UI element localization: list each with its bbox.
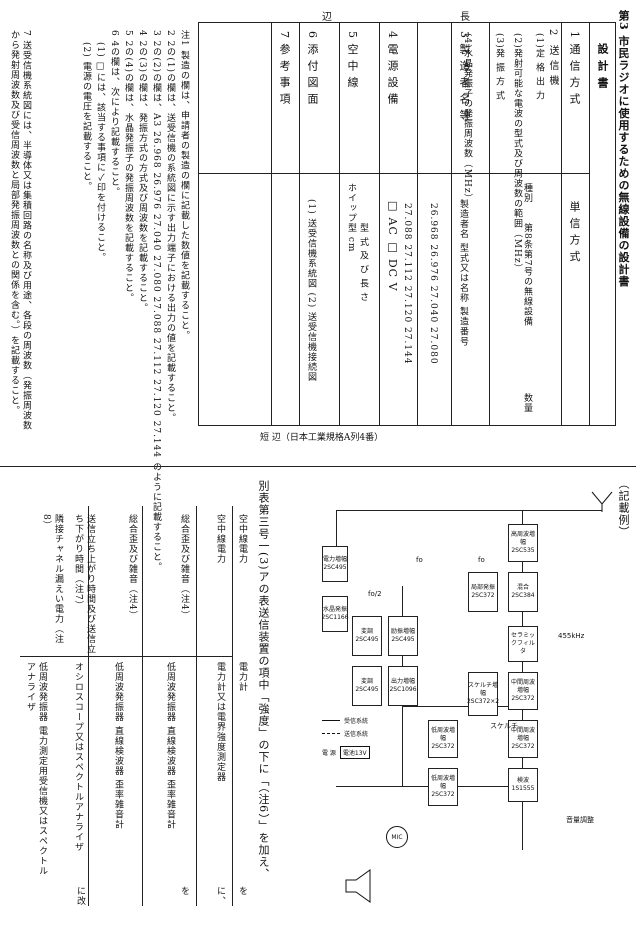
row-4-label: 4 電 源 設 備 <box>386 31 399 105</box>
legend-rx: 受信系統 <box>344 718 369 725</box>
block-if-amp-1: 中間周波増幅 2SC372 <box>508 672 538 710</box>
mic-icon: MIC <box>386 826 408 848</box>
fo-half-label: fo/2 <box>368 590 382 598</box>
note-7: 7 送受信機系統図には、半導体又は集積回路の名称及び用途、各段の周波数（発振周波… <box>9 30 31 431</box>
legend-power-label: 電 源 <box>322 750 336 757</box>
note-5: 5 2の(4)の欄は、水晶発振子の発振周波数を記載すること。 <box>123 30 133 304</box>
block-diagram: 高周波増幅 2SC535 混合 2SC384 局部発振 2SC372 セラミック… <box>321 486 618 926</box>
section-divider <box>0 466 636 467</box>
legend-power-value: 電池13V <box>339 746 370 759</box>
block-out-amp: 出力増幅 2SC1096 <box>388 666 418 706</box>
block-local-osc: 局部発振 2SC372 <box>468 572 498 612</box>
cond-6-suffix: に改 <box>75 886 85 906</box>
row-6-label: 6 添 付 図 面 <box>306 31 319 105</box>
cond-5-method: オシロスコープ又はスペクトルアナライザ <box>73 662 83 852</box>
freq-row-2: 27.088 27.112 27.120 27.144 <box>402 203 412 365</box>
count-label: 数量 <box>522 393 532 413</box>
row-2-label: 送 信 機 <box>547 45 558 87</box>
cond-3-method: 低周波発振器 直線検波器 歪率雑音計 <box>165 662 175 830</box>
block-lf-amp-2: 低周波増幅 2SC372 <box>428 768 458 806</box>
legend-tx: 送信系統 <box>344 731 369 738</box>
type-label: 種別 <box>522 183 532 203</box>
note-1: 注1 製造の欄は、申請者の製造の欄に記載した数値を記載すること。 <box>179 30 189 341</box>
side-label-long: 長 <box>460 12 470 23</box>
row-5-value: 型 式 及 び 長 さ <box>358 223 368 303</box>
amendment-text: 別表第三号一(3)アの表送信装置の項中「強度」の下に「（注6）」を加え、 <box>257 480 270 880</box>
row-3-value: 製造者名 型式又は名称 製造番号 <box>458 199 468 347</box>
short-side-label: 短 辺（日本工業規格A列4番） <box>260 433 384 443</box>
row-1-value: 単 信 方 式 <box>568 201 581 263</box>
cond-2-suffix: に、 <box>215 886 225 906</box>
block-mixer: 混合 2SC384 <box>508 572 538 612</box>
form-title: 第3 市民ラジオに使用するための無線設備の設計書 <box>617 10 630 288</box>
row-1-label: 1 通 信 方 式 <box>568 31 581 105</box>
volume-label: 音量調整 <box>566 816 594 824</box>
note-2: 2 2の(1)の欄は、送受信機の系統図に示す出力端子における出力の値を記載するこ… <box>165 30 175 424</box>
block-lf-amp-1: 低周波増幅 2SC372 <box>428 720 458 758</box>
cond-4-label: 総合歪及び雑音（注4） <box>127 514 137 621</box>
row-2-sub-3: (3)発 振 方 式 <box>494 33 504 101</box>
fo-label: fo <box>478 556 485 564</box>
design-form-section: 第3 市民ラジオに使用するための無線設備の設計書 辺 長 設 計 書 1 通 信… <box>9 10 630 572</box>
note-6-1: (1) □には、該当する事項に✓印を付けること。 <box>95 42 105 263</box>
block-ceramic-filter: セラミックフィルタ <box>508 626 538 662</box>
cond-4-method: 低周波発振器 直線検波器 歪率雑音計 <box>113 662 123 830</box>
type-value: 第8条第7号の無線設備 <box>522 223 532 327</box>
block-modulator-1: 変調 2SC495 <box>352 616 382 656</box>
cond-5-label: 送信立ち上がり時間及び送信立ち下がり時間（注7） <box>73 514 95 654</box>
block-detector: 検波 1S1555 <box>508 768 538 802</box>
side-label-short: 辺 <box>322 12 332 23</box>
row-2-no: 2 <box>547 29 558 37</box>
cond-1-label: 空中線電力 <box>237 514 247 564</box>
block-power-amp: 電力増幅 2SC495 <box>322 546 348 582</box>
antenna-icon <box>591 491 613 512</box>
note-4: 4 2の(3)の欄は、発振方式の方式及び周波数を記載すること。 <box>137 30 147 314</box>
amendment-section: （記載例） 高周波増幅 2SC535 混合 2SC384 局部発振 2SC372… <box>0 466 636 932</box>
note-3: 3 2の(2)の欄は、A3 26.968 26.976 27.040 27.08… <box>151 30 161 572</box>
row-6-value: (1) 送受信機系統図 (2) 送受信機接続図 <box>306 199 316 383</box>
cond-6-label: 隣接チャネル漏えい電力（注8） <box>41 514 63 644</box>
row-2-sub-1: (1)定 格 出 力 <box>534 33 544 101</box>
freq-row-1: 26.968 26.976 27.040 27.080 <box>428 203 438 365</box>
cond-1-suffix: を <box>237 886 247 896</box>
note-6-2: (2) 電源の電圧を記載すること。 <box>81 42 91 192</box>
example-label: （記載例） <box>617 478 630 538</box>
block-squelch-amp: スケルチ増幅 2SC372×2 <box>467 672 499 716</box>
row-4-value: □ AC □ DC V <box>386 199 399 292</box>
row-7-label: 7 参 考 事 項 <box>278 31 291 105</box>
row-2-sub-2: (2)発射可能な電波の型式及び周波数の範囲（MHz） <box>512 33 522 274</box>
cond-3-suffix: を <box>179 886 189 896</box>
row-5-extra: ホイップ型 cm <box>346 183 356 253</box>
design-table: 設 計 書 1 通 信 方 式 単 信 方 式 2 送 信 機 (1)定 格 出… <box>198 22 616 426</box>
block-xtal-osc: 水晶発振 2SC1166 <box>321 596 349 632</box>
row-5-label: 5 空 中 線 <box>346 31 359 89</box>
row-2-sub-4: (4)水晶発振子の発振周波数（MHz） <box>462 33 472 204</box>
design-book-label: 設 計 書 <box>596 43 609 89</box>
cond-2-label: 空中線電力 <box>215 514 225 564</box>
cond-3-label: 総合歪及び雑音（注4） <box>179 514 189 621</box>
squelch-label: スケルチ <box>490 722 518 730</box>
block-if-amp-2: 中間周波増幅 2SC372 <box>508 720 538 758</box>
block-drive-amp: 励振増幅 2SC495 <box>388 616 418 656</box>
speaker-icon <box>345 869 371 903</box>
cond-2-method: 電力計又は電界強度測定器 <box>215 662 225 782</box>
note-6: 6 4の欄は、次により記載すること。 <box>109 30 119 198</box>
cond-6-method: 低周波発振器 電力測定用受信機又はスペクトルアナライザ <box>25 662 47 876</box>
legend: 受信系統 送信系統 電 源電池13V <box>322 716 382 759</box>
fo-label-2: fo <box>416 556 423 564</box>
block-modulator-2: 変調 2SC495 <box>352 666 382 706</box>
row-3-label: 3 製 造 者 名 等 <box>458 31 471 122</box>
block-rf-amp: 高周波増幅 2SC535 <box>508 524 538 562</box>
cond-1-method: 電力計 <box>237 662 247 692</box>
if-freq-label: 455kHz <box>558 632 585 640</box>
